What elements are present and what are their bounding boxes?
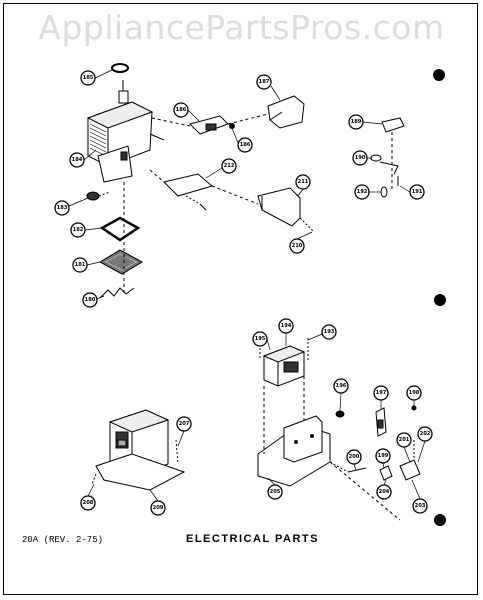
callout-196: 196 [333, 378, 349, 394]
callout-192: 192 [354, 184, 370, 200]
callout-label-197: 197 [376, 390, 387, 396]
callout-label-186a: 186 [176, 107, 187, 113]
callout-label-186b: 186 [240, 142, 251, 148]
callout-181: 181 [72, 257, 88, 273]
callout-180: 180 [82, 292, 98, 308]
callout-label-182: 182 [73, 227, 84, 233]
callout-203: 203 [412, 498, 428, 514]
callout-212: 212 [221, 158, 237, 174]
callout-label-195: 195 [255, 336, 266, 342]
callout-label-193: 193 [324, 329, 335, 335]
gasket-182 [99, 216, 141, 242]
callout-186a: 186 [173, 102, 189, 118]
callout-197: 197 [373, 385, 389, 401]
callout-200: 200 [346, 449, 362, 465]
callout-label-205: 205 [270, 489, 281, 495]
switch-assembly [370, 117, 405, 198]
callout-label-189: 189 [351, 119, 362, 125]
bracket-211 [211, 185, 315, 233]
callout-191: 191 [409, 184, 425, 200]
connector-183 [86, 191, 111, 201]
callout-204: 204 [376, 484, 392, 500]
section-title: ELECTRICAL PARTS [186, 533, 319, 545]
callout-199: 199 [375, 448, 391, 464]
callout-184: 184 [69, 152, 85, 168]
callout-label-208: 208 [83, 500, 94, 506]
callout-label-204: 204 [379, 489, 390, 495]
callout-label-209: 209 [153, 505, 164, 511]
binder-hole-bottom [434, 514, 446, 526]
leader-lines [68, 69, 426, 502]
binder-hole-top [433, 69, 445, 81]
callout-208: 208 [80, 495, 96, 511]
binder-hole-middle [434, 294, 446, 306]
callout-195: 195 [252, 331, 268, 347]
callout-182: 182 [70, 222, 86, 238]
callout-label-196: 196 [336, 383, 347, 389]
callout-210: 210 [289, 238, 305, 254]
callout-label-211: 211 [298, 179, 309, 185]
bracket-187 [267, 95, 305, 129]
callout-207: 207 [176, 416, 192, 432]
callout-label-202: 202 [420, 431, 431, 437]
callout-209: 209 [150, 500, 166, 516]
callout-190: 190 [352, 150, 368, 166]
chassis-205 [257, 376, 331, 487]
callout-label-200: 200 [349, 454, 360, 460]
watermark: AppliancePartsPros.com [38, 8, 445, 47]
spring-clip-180 [99, 287, 135, 299]
callout-label-192: 192 [357, 189, 368, 195]
capacitor-194 [259, 338, 309, 387]
callout-label-184: 184 [72, 157, 83, 163]
callout-194: 194 [278, 318, 294, 334]
callout-185: 185 [80, 70, 96, 86]
callout-186b: 186 [237, 137, 253, 153]
callout-183: 183 [54, 200, 70, 216]
callout-205: 205 [267, 484, 283, 500]
callout-211: 211 [295, 174, 311, 190]
callout-label-212: 212 [224, 163, 235, 169]
diode-parts [329, 405, 421, 521]
callout-label-191: 191 [412, 189, 423, 195]
callout-label-199: 199 [378, 453, 389, 459]
callout-label-185: 185 [83, 75, 94, 81]
callout-189: 189 [348, 114, 364, 130]
callout-label-201: 201 [399, 437, 410, 443]
callout-label-194: 194 [281, 323, 292, 329]
mesh-filter-181 [98, 249, 144, 275]
fuse-clip-188 [151, 113, 269, 135]
callout-label-190: 190 [355, 155, 366, 161]
callout-label-198: 198 [409, 390, 420, 396]
callout-label-210: 210 [292, 243, 303, 249]
callout-187: 187 [256, 74, 272, 90]
transformer-209 [91, 409, 186, 491]
gasket-ring-185 [111, 63, 129, 73]
thermal-cutout-plate-212 [149, 169, 214, 211]
callout-198: 198 [406, 385, 422, 401]
callout-label-181: 181 [75, 262, 86, 268]
page-reference: 20A (REV. 2-75) [22, 535, 104, 545]
callout-202: 202 [417, 426, 433, 442]
callout-label-203: 203 [415, 503, 426, 509]
callout-label-207: 207 [179, 421, 190, 427]
magnetron [86, 80, 165, 183]
callout-193: 193 [321, 324, 337, 340]
callout-label-187: 187 [259, 79, 270, 85]
page-border [3, 3, 478, 595]
callout-label-183: 183 [57, 205, 68, 211]
callout-201: 201 [396, 432, 412, 448]
callout-label-180: 180 [85, 297, 96, 303]
